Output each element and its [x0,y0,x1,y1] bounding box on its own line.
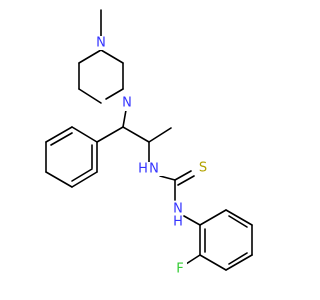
bond-nh-cs [159,175,176,181]
atom-h-aniline: H [173,215,183,230]
bond-pip-1 [78,49,102,64]
atom-n-piperazine-top: N [96,36,106,51]
atom-n-aniline: N [173,202,183,217]
bond-nh2-ring [183,215,201,226]
atom-h-amine: H [138,162,148,177]
bond-n-ch [122,109,127,128]
bond-fph-inner-2 [228,252,248,265]
atom-s-thiourea: S [199,161,207,176]
bond-layer [45,9,253,271]
bond-cs-double-a [174,170,192,181]
bond-fph-6 [199,209,227,226]
atom-layer: N N H N S N H F [94,36,210,277]
molecule-structure: N N H N S N H F [45,9,253,277]
atom-n-amine: N [149,162,159,177]
atom-f: F [176,262,183,277]
bond-ph-1 [96,126,124,143]
bond-ph-inner-1 [50,132,73,146]
bond-ph-6 [71,171,98,188]
bond-pip-6 [105,88,124,100]
bond-chme-methyl [148,127,172,143]
bond-fph-5 [225,209,253,226]
bond-ph-3 [45,126,73,143]
bond-c-f [185,254,201,265]
bond-ph-2 [71,126,98,143]
bond-cs-double-b [177,175,195,186]
bond-pip-3 [78,88,102,104]
bond-ph-inner-2 [71,168,93,182]
bond-fph-3 [225,254,253,271]
bond-fph-inner-3 [228,215,248,228]
bond-pip-4 [100,49,124,64]
molecule-canvas: N N H N S N H F [45,9,253,277]
bond-fph-2 [199,254,227,271]
atom-n-piperazine-bottom: N [122,96,132,111]
bond-ph-5 [45,171,73,188]
bond-ch-chme [122,126,150,143]
